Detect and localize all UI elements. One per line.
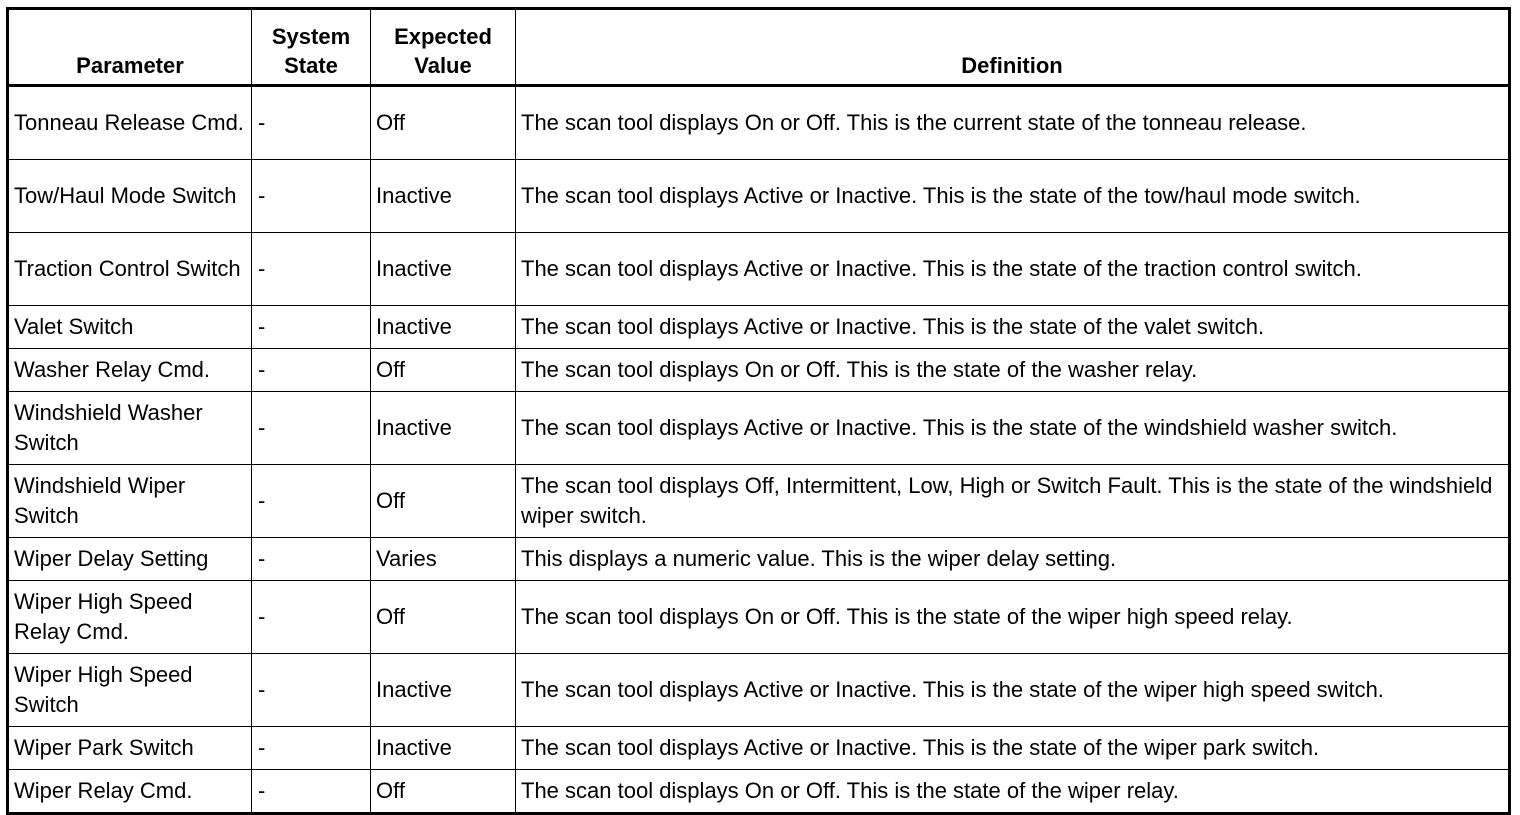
cell-system-state: - (251, 232, 371, 306)
cell-parameter: Valet Switch (7, 305, 252, 349)
cell-expected-value: Inactive (370, 391, 516, 465)
cell-system-state: - (251, 580, 371, 654)
parameter-table: Parameter System State Expected Value De… (6, 7, 1511, 815)
cell-definition: The scan tool displays Active or Inactiv… (515, 726, 1510, 770)
cell-expected-value: Inactive (370, 726, 516, 770)
cell-definition: The scan tool displays Active or Inactiv… (515, 305, 1510, 349)
cell-parameter: Wiper Park Switch (7, 726, 252, 770)
cell-system-state: - (251, 464, 371, 538)
table-row: Washer Relay Cmd. - Off The scan tool di… (7, 348, 1510, 392)
cell-system-state: - (251, 85, 371, 160)
cell-definition: The scan tool displays On or Off. This i… (515, 769, 1510, 814)
header-definition: Definition (515, 8, 1510, 87)
header-system-state: System State (251, 8, 371, 87)
cell-definition: This displays a numeric value. This is t… (515, 537, 1510, 581)
table-row: Wiper Relay Cmd. - Off The scan tool dis… (7, 769, 1510, 814)
header-expected-value: Expected Value (370, 8, 516, 87)
table-row: Tow/Haul Mode Switch - Inactive The scan… (7, 159, 1510, 233)
cell-system-state: - (251, 348, 371, 392)
cell-definition: The scan tool displays Off, Intermittent… (515, 464, 1510, 538)
cell-parameter: Wiper Relay Cmd. (7, 769, 252, 814)
cell-parameter: Windshield Washer Switch (7, 391, 252, 465)
table-row: Wiper High Speed Relay Cmd. - Off The sc… (7, 580, 1510, 654)
cell-expected-value: Off (370, 464, 516, 538)
cell-parameter: Tonneau Release Cmd. (7, 85, 252, 160)
cell-parameter: Traction Control Switch (7, 232, 252, 306)
cell-definition: The scan tool displays Active or Inactiv… (515, 232, 1510, 306)
cell-system-state: - (251, 769, 371, 814)
cell-expected-value: Off (370, 348, 516, 392)
cell-expected-value: Inactive (370, 305, 516, 349)
cell-definition: The scan tool displays On or Off. This i… (515, 85, 1510, 160)
cell-expected-value: Inactive (370, 232, 516, 306)
cell-expected-value: Off (370, 769, 516, 814)
table-row: Wiper High Speed Switch - Inactive The s… (7, 653, 1510, 727)
table-row: Wiper Delay Setting - Varies This displa… (7, 537, 1510, 581)
cell-definition: The scan tool displays On or Off. This i… (515, 580, 1510, 654)
cell-system-state: - (251, 391, 371, 465)
header-parameter: Parameter (7, 8, 252, 87)
table-row: Windshield Wiper Switch - Off The scan t… (7, 464, 1510, 538)
cell-definition: The scan tool displays On or Off. This i… (515, 348, 1510, 392)
table-row: Windshield Washer Switch - Inactive The … (7, 391, 1510, 465)
table-row: Traction Control Switch - Inactive The s… (7, 232, 1510, 306)
cell-definition: The scan tool displays Active or Inactiv… (515, 391, 1510, 465)
cell-expected-value: Off (370, 85, 516, 160)
cell-parameter: Washer Relay Cmd. (7, 348, 252, 392)
cell-system-state: - (251, 537, 371, 581)
cell-system-state: - (251, 159, 371, 233)
table-header-row: Parameter System State Expected Value De… (7, 8, 1510, 87)
cell-system-state: - (251, 305, 371, 349)
cell-expected-value: Off (370, 580, 516, 654)
cell-system-state: - (251, 653, 371, 727)
cell-expected-value: Inactive (370, 159, 516, 233)
cell-parameter: Wiper High Speed Switch (7, 653, 252, 727)
cell-expected-value: Varies (370, 537, 516, 581)
cell-parameter: Wiper High Speed Relay Cmd. (7, 580, 252, 654)
table-row: Wiper Park Switch - Inactive The scan to… (7, 726, 1510, 770)
cell-definition: The scan tool displays Active or Inactiv… (515, 653, 1510, 727)
cell-parameter: Wiper Delay Setting (7, 537, 252, 581)
cell-definition: The scan tool displays Active or Inactiv… (515, 159, 1510, 233)
cell-system-state: - (251, 726, 371, 770)
table-row: Tonneau Release Cmd. - Off The scan tool… (7, 85, 1510, 160)
cell-parameter: Tow/Haul Mode Switch (7, 159, 252, 233)
table-row: Valet Switch - Inactive The scan tool di… (7, 305, 1510, 349)
cell-expected-value: Inactive (370, 653, 516, 727)
cell-parameter: Windshield Wiper Switch (7, 464, 252, 538)
